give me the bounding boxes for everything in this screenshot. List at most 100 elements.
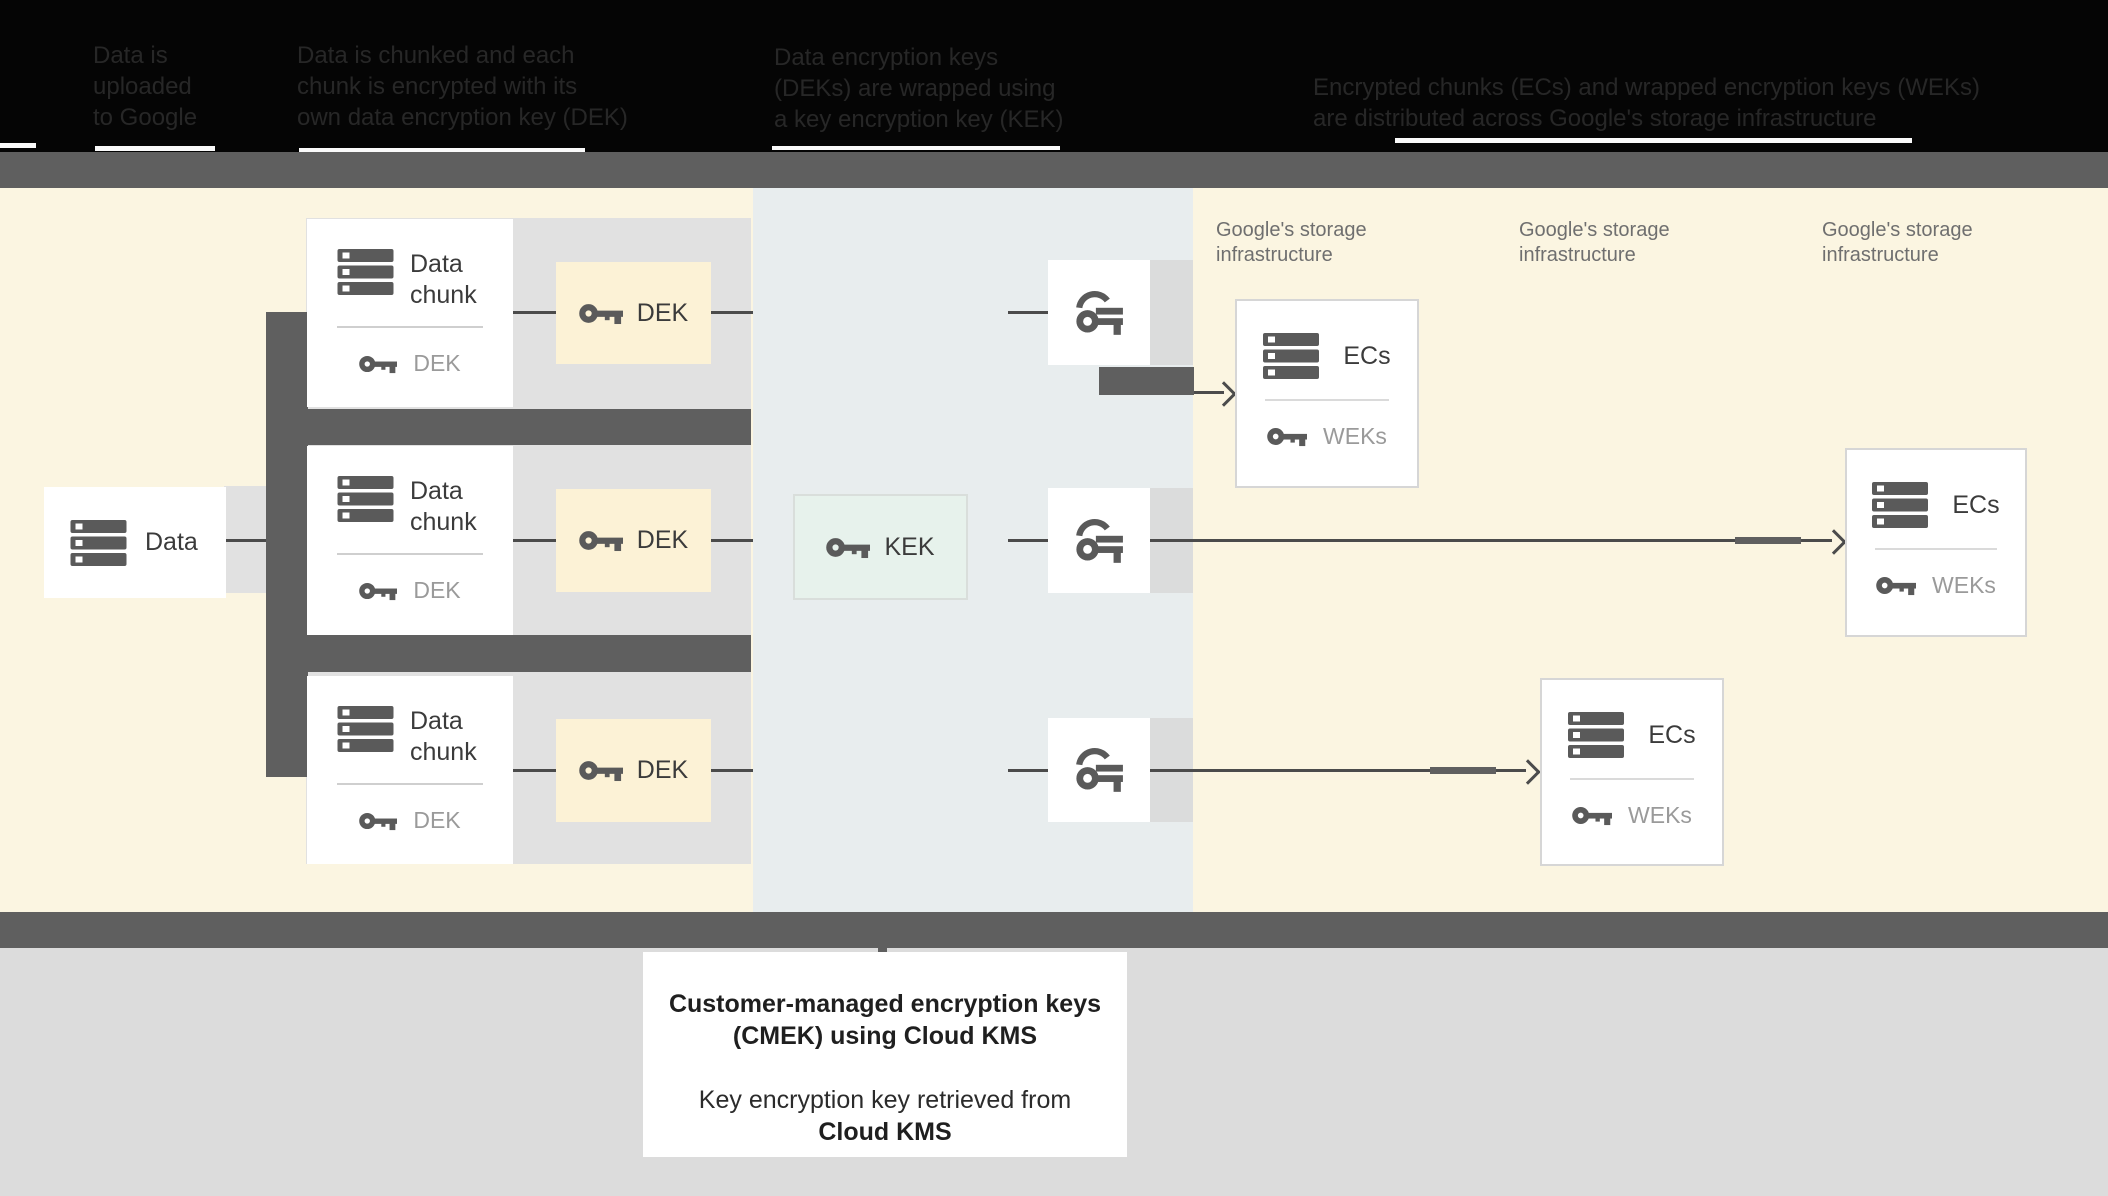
header-text-line: Data is <box>93 42 168 69</box>
storage-label-1: Google's storage infrastructure <box>1216 218 1367 268</box>
thick-connector-segment <box>1430 767 1496 774</box>
storage-label-line: Google's storage <box>1519 219 1670 241</box>
callout-text-line: Key encryption key retrieved from <box>698 1086 1072 1114</box>
connector-line <box>1150 769 1526 772</box>
fanout-trunk-bar <box>266 312 308 777</box>
kek-box: KEK <box>793 494 968 600</box>
key-icon <box>579 758 623 783</box>
storage-icon <box>337 706 394 752</box>
dek-label: DEK <box>636 298 689 327</box>
dek-box-3: DEK <box>556 719 711 822</box>
ecs-title: ECs <box>1343 341 1391 370</box>
storage-label-line: Google's storage <box>1216 219 1367 241</box>
divider-line <box>337 553 483 555</box>
connector-line <box>513 311 556 314</box>
storage-icon <box>337 476 394 522</box>
connector-line <box>711 769 753 772</box>
ecs-key-label: WEKs <box>1628 802 1692 828</box>
dek-label: DEK <box>636 756 689 784</box>
chunk-separator-bar <box>306 635 751 672</box>
key-icon <box>359 580 397 602</box>
data-box-label: Data <box>145 528 198 556</box>
header-text-line: chunk is encrypted with its <box>297 73 578 100</box>
header-column-1: Data is uploaded to Google <box>93 40 197 133</box>
storage-label-2: Google's storage infrastructure <box>1519 218 1670 268</box>
key-icon <box>1267 425 1307 448</box>
dek-label: DEK <box>636 526 689 554</box>
connector-line <box>1150 539 1832 542</box>
header-text-line: Encrypted chunks (ECs) and wrapped encry… <box>1313 74 1980 101</box>
connector-line <box>711 311 753 314</box>
ecs-key-label: WEKs <box>1323 423 1387 449</box>
redaction-streak <box>772 146 1060 150</box>
connector-line <box>226 539 266 542</box>
wrapped-key-box-1 <box>1048 260 1150 365</box>
wrapped-key-extension <box>1150 260 1193 365</box>
chunk-key-label: DEK <box>413 577 461 603</box>
callout-spacer <box>643 1052 1127 1084</box>
divider-band-top <box>0 152 2108 188</box>
storage-label-line: infrastructure <box>1216 244 1333 266</box>
key-icon <box>579 528 623 553</box>
connector-line <box>1008 311 1048 314</box>
header-banner: Data is uploaded to Google Data is chunk… <box>0 0 2108 153</box>
chunk-title: Data chunk <box>410 477 477 536</box>
wrapped-key-box-2 <box>1048 488 1150 593</box>
dek-box-2: DEK <box>556 489 711 592</box>
chunk-separator-bar <box>306 409 751 445</box>
data-chunk-box-3: Data chunk DEK <box>307 676 513 864</box>
ecs-key-label: WEKs <box>1932 572 1996 598</box>
connector-line <box>711 539 753 542</box>
chunk-title: Data chunk <box>410 707 477 766</box>
callout-title-line: (CMEK) using Cloud KMS <box>732 1022 1038 1050</box>
ecs-box-2: ECs WEKs <box>1845 448 2027 637</box>
callout-title-line: Customer-managed encryption keys <box>668 990 1102 1018</box>
header-text-line: Data encryption keys <box>774 44 999 71</box>
arrow-head-icon <box>1821 529 1847 555</box>
storage-icon <box>70 519 127 566</box>
redaction-streak <box>0 143 36 148</box>
dek-box-1: DEK <box>556 262 711 364</box>
chunk-key-label: DEK <box>413 807 461 833</box>
divider-line <box>1875 548 1997 550</box>
callout-text-line: Cloud KMS <box>818 1118 952 1146</box>
header-text-line: uploaded <box>93 73 192 100</box>
storage-icon <box>337 249 394 295</box>
storage-label-line: Google's storage <box>1822 219 1973 241</box>
header-text-line: Data is chunked and each <box>297 42 575 69</box>
connector-line <box>1008 769 1048 772</box>
storage-icon <box>1568 712 1625 758</box>
wrapped-key-icon <box>1073 290 1125 336</box>
connector-line <box>513 769 556 772</box>
header-text-line: own data encryption key (DEK) <box>297 104 628 131</box>
ecs-box-1: ECs WEKs <box>1235 299 1419 488</box>
header-text-line: a key encryption key (KEK) <box>774 106 1064 133</box>
header-column-4: Encrypted chunks (ECs) and wrapped encry… <box>1313 72 1980 134</box>
key-icon <box>1572 804 1612 827</box>
callout-pointer <box>878 944 887 956</box>
header-text-line: (DEKs) are wrapped using <box>774 75 1056 102</box>
redaction-streak <box>95 146 215 151</box>
key-icon <box>1876 574 1916 597</box>
divider-line <box>337 326 483 328</box>
header-column-3: Data encryption keys (DEKs) are wrapped … <box>774 42 1063 135</box>
arrow-head-icon <box>1515 759 1541 785</box>
data-chunk-box-1: Data chunk DEK <box>307 219 513 407</box>
data-chunk-box-2: Data chunk DEK <box>307 446 513 635</box>
cmek-callout: Customer-managed encryption keys (CMEK) … <box>643 952 1127 1157</box>
diagram-canvas: Google's storage infrastructure Google's… <box>0 188 2108 912</box>
kek-label: KEK <box>884 532 935 561</box>
thick-connector-bar <box>1099 367 1194 395</box>
storage-label-3: Google's storage infrastructure <box>1822 218 1973 268</box>
redaction-streak <box>1395 138 1912 143</box>
divider-line <box>337 783 483 785</box>
thick-connector-segment <box>1735 537 1801 544</box>
connector-line <box>1008 539 1048 542</box>
storage-icon <box>1263 333 1320 379</box>
divider-line <box>1570 778 1694 780</box>
key-icon <box>579 301 623 326</box>
chunk-key-label: DEK <box>413 350 461 376</box>
header-text-line: to Google <box>93 104 198 131</box>
ecs-title: ECs <box>1648 720 1696 749</box>
